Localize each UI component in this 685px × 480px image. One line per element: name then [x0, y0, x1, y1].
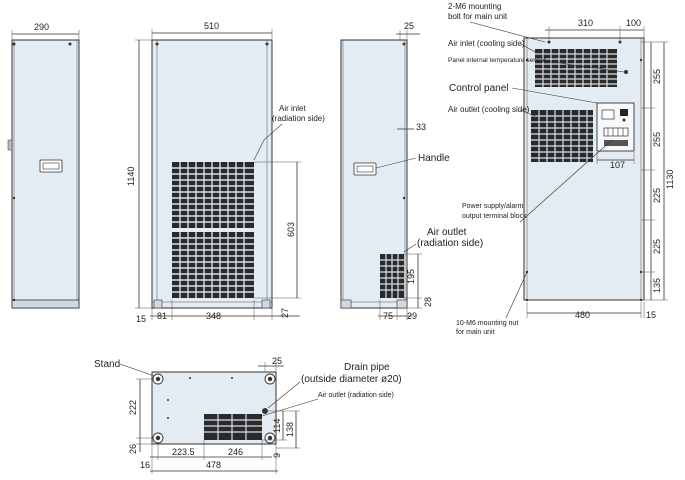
dim-100: 100 — [626, 18, 641, 28]
label-air-inlet-radiation-1: Air inlet — [279, 104, 306, 113]
dim-26: 26 — [128, 444, 138, 454]
label-stand: Stand — [94, 359, 120, 370]
dim-310: 310 — [578, 18, 593, 28]
front-view: 510 1140 603 15 81 348 27 Air inlet (rad… — [126, 21, 325, 324]
rear-view: 310 100 255 255 225 225 135 1130 107 480… — [448, 2, 675, 336]
dim-1140: 1140 — [126, 167, 136, 186]
dim-25-side: 25 — [404, 21, 414, 31]
label-air-outlet-cooling: Air outlet (cooling side) — [448, 105, 530, 114]
dim-603: 603 — [286, 222, 296, 237]
dim-25-bottom: 25 — [272, 356, 282, 366]
dim-135: 135 — [652, 278, 662, 293]
label-mounting-bolt-2: bolt for main unit — [448, 12, 508, 21]
left-side-base — [11, 299, 80, 309]
dim-290: 290 — [34, 22, 49, 32]
dim-246: 246 — [228, 447, 243, 457]
dim-195: 195 — [406, 269, 416, 284]
dim-225-b: 225 — [652, 239, 662, 254]
dim-75: 75 — [383, 311, 393, 321]
label-control-panel: Control panel — [449, 83, 508, 94]
front-grille-top — [172, 162, 254, 228]
label-panel-sensor: Panel internal temperature sensor — [448, 57, 547, 64]
bottom-outlet-grille — [204, 414, 262, 440]
dim-27: 27 — [280, 308, 290, 318]
label-mounting-bolt-1: 2-M6 mounting — [448, 2, 501, 11]
dim-15-rear: 15 — [646, 310, 656, 320]
dim-480: 480 — [575, 310, 590, 320]
label-air-outlet-radiation-1: Air outlet — [427, 227, 467, 238]
dim-510: 510 — [204, 21, 219, 31]
label-air-outlet-radiation-side: Air outlet (radiation side) — [318, 392, 394, 399]
label-mounting-nut-2: for main unit — [456, 329, 495, 336]
label-power-supply-2: output terminal block — [462, 213, 527, 220]
dim-29: 29 — [407, 311, 417, 321]
dim-225-a: 225 — [652, 188, 662, 203]
dim-33: 33 — [416, 122, 426, 132]
rear-outlet-grille — [531, 110, 593, 162]
dim-81: 81 — [157, 311, 167, 321]
bottom-view: 25 222 26 16 223.5 246 478 114 138 9 Sta… — [94, 356, 402, 474]
control-panel — [596, 102, 635, 152]
label-air-outlet-radiation-2: (radiation side) — [417, 238, 483, 249]
label-air-inlet-radiation-2: (radiation side) — [272, 114, 325, 123]
right-side-view: 25 33 195 28 75 29 Handle Air outlet (ra… — [340, 21, 483, 321]
drain-pipe — [262, 408, 268, 414]
front-grille-bottom — [172, 232, 254, 298]
temperature-sensor-dot — [624, 70, 628, 74]
left-side-view: 290 — [7, 22, 80, 309]
dim-107: 107 — [610, 160, 625, 170]
dim-1130: 1130 — [665, 170, 675, 189]
label-drain-pipe-2: (outside diameter ø20) — [301, 374, 402, 385]
dim-478: 478 — [206, 460, 221, 470]
dim-28: 28 — [423, 297, 433, 307]
dim-114: 114 — [272, 419, 282, 433]
dim-138: 138 — [285, 422, 295, 437]
label-mounting-nut-1: 10-M6 mounting nut — [456, 320, 518, 327]
dim-255-a: 255 — [652, 69, 662, 84]
label-power-supply-1: Power supply/alarm — [462, 203, 524, 210]
dim-223-5: 223.5 — [172, 447, 195, 457]
dim-16: 16 — [140, 460, 150, 470]
dim-255-b: 255 — [652, 132, 662, 147]
label-air-inlet-cooling: Air inlet (cooling side) — [448, 39, 525, 48]
dim-222: 222 — [128, 400, 138, 415]
label-drain-pipe-1: Drain pipe — [344, 362, 390, 373]
dim-9: 9 — [272, 453, 282, 458]
label-handle: Handle — [418, 153, 450, 164]
dim-15-front: 15 — [136, 314, 146, 324]
dim-348: 348 — [206, 311, 221, 321]
left-side-body — [11, 39, 80, 309]
rear-inlet-grille — [535, 49, 617, 87]
right-side-outlet-grille — [380, 254, 404, 298]
